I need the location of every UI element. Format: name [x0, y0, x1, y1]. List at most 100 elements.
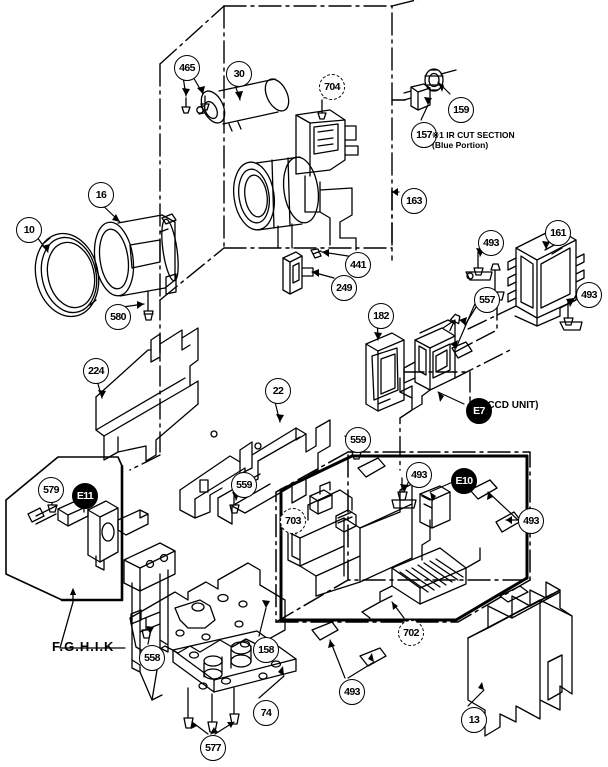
callout-label: 161 [550, 227, 566, 239]
post-assembly [123, 542, 176, 701]
part-704-target [317, 99, 327, 120]
callout-157: 157 [411, 122, 437, 148]
callout-label: 159 [453, 104, 469, 116]
bottom-right-box [275, 451, 531, 623]
callout-label: 163 [406, 195, 422, 207]
callout-493: 493 [518, 508, 544, 534]
callout-E11: E11 [72, 483, 98, 509]
callout-224: 224 [83, 358, 109, 384]
callout-label: 577 [205, 742, 221, 754]
fghik-box [5, 456, 123, 601]
callout-label: 74 [260, 707, 272, 719]
callout-557: 557 [474, 287, 500, 313]
board-161 [507, 227, 585, 327]
callout-label: 579 [43, 484, 59, 496]
callout-702: 702 [398, 620, 424, 646]
callout-label: E11 [76, 490, 94, 502]
callout-10: 10 [16, 217, 42, 243]
callout-label: 465 [179, 62, 195, 74]
callout-label: 580 [110, 311, 126, 323]
callout-704: 704 [319, 74, 345, 100]
callout-22: 22 [265, 378, 291, 404]
callout-label: 441 [350, 259, 366, 271]
callout-577: 577 [200, 735, 226, 761]
callout-label: 22 [272, 385, 284, 397]
board-74 [172, 630, 297, 693]
callout-558: 558 [139, 645, 165, 671]
screws-493-left [465, 251, 493, 281]
callout-182: 182 [368, 303, 394, 329]
callout-580: 580 [105, 304, 131, 330]
callout-159: 159 [448, 97, 474, 123]
callout-label: 30 [233, 68, 245, 80]
callout-16: 16 [88, 182, 114, 208]
callout-label: 493 [581, 289, 597, 301]
callout-label: 224 [88, 365, 104, 377]
screws-493-right [485, 263, 583, 331]
lens-hood-16 [93, 213, 179, 297]
ir-cut-note-line1: ※1 IR CUT SECTION [432, 130, 515, 140]
leader-fghik [59, 592, 126, 649]
screw-580 [143, 290, 154, 321]
lens-ring-10 [34, 232, 100, 318]
top-assembly-outline [159, 0, 419, 301]
callout-label: 493 [483, 237, 499, 249]
ccd-unit-E7 [399, 319, 456, 411]
ir-cut-note-line2: (Blue Portion) [432, 139, 489, 150]
frame-224 [95, 327, 199, 462]
callout-label: 157 [416, 129, 432, 141]
screws-493-bottom [311, 621, 387, 667]
bottom-right-box-thick [279, 454, 529, 622]
callout-label: 10 [23, 224, 35, 236]
fghik-contents [27, 499, 149, 571]
callout-161: 161 [545, 220, 571, 246]
screws-465 [181, 95, 210, 114]
callout-493: 493 [576, 282, 602, 308]
callout-label: 704 [324, 81, 340, 93]
ir-cut-ring-159 [424, 68, 457, 92]
callout-label: 559 [236, 479, 252, 491]
callout-E10: E10 [451, 468, 477, 494]
callout-158: 158 [253, 637, 279, 663]
screw-441 [310, 248, 322, 259]
ir-cut-section-note: ※1 IR CUT SECTION (Blue Portion) [432, 130, 515, 151]
callout-label: 493 [523, 515, 539, 527]
callout-label: 182 [373, 310, 389, 322]
fghik-label: F.G.H.I.K [52, 639, 115, 654]
callout-label: 13 [468, 714, 480, 726]
bracket-249 [282, 251, 314, 295]
motor-part-30 [196, 78, 290, 132]
callout-label: 702 [403, 627, 419, 639]
callout-label: 558 [144, 652, 160, 664]
callout-493: 493 [406, 462, 432, 488]
callout-30: 30 [226, 61, 252, 87]
callout-249: 249 [331, 275, 357, 301]
callout-703: 703 [280, 508, 306, 534]
callout-493: 493 [339, 679, 365, 705]
callout-label: E7 [473, 405, 485, 417]
fghik-box-shadow [60, 464, 124, 602]
callout-13: 13 [461, 707, 487, 733]
ir-cut-block-157 [403, 83, 431, 111]
chassis-702-703 [287, 481, 481, 619]
callout-559: 559 [231, 472, 257, 498]
callout-465: 465 [174, 55, 200, 81]
callout-E7: E7 [466, 398, 492, 424]
screws-493-box [357, 457, 522, 533]
callout-label: 493 [344, 686, 360, 698]
callout-559: 559 [345, 427, 371, 453]
ccd-unit-label: (CCD UNIT) [484, 400, 539, 411]
callout-label: 249 [336, 282, 352, 294]
callout-163: 163 [401, 188, 427, 214]
callout-label: 16 [95, 189, 107, 201]
callout-label: E10 [455, 475, 473, 487]
callout-label: 158 [258, 644, 274, 656]
callout-74: 74 [253, 700, 279, 726]
callout-493: 493 [478, 230, 504, 256]
panel-13 [467, 581, 573, 737]
callout-label: 703 [285, 515, 301, 527]
callout-441: 441 [345, 252, 371, 278]
lens-barrel [232, 109, 359, 251]
